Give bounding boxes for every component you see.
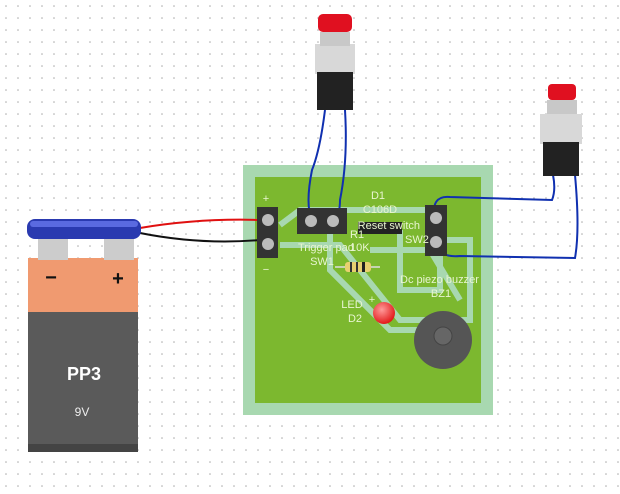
piezo-buzzer-bz1[interactable] — [414, 311, 472, 369]
power-terminal-block[interactable] — [257, 207, 278, 258]
red-wire[interactable] — [139, 218, 261, 229]
power-minus-label: − — [263, 264, 269, 276]
trigger-push-button[interactable] — [315, 14, 355, 110]
d1-ref-label: D1 — [371, 190, 385, 202]
sw2-ref-label: SW2 — [405, 234, 429, 246]
battery-name-label: PP3 — [67, 364, 101, 384]
thyristor-d1[interactable] — [358, 222, 402, 234]
pcb-board[interactable] — [243, 165, 493, 415]
sw1-terminal-block[interactable] — [297, 208, 347, 234]
buzzer-label: Dc piezo buzzer — [400, 274, 479, 286]
led-ref-label: D2 — [348, 313, 362, 325]
sw2-label: Reset switch — [358, 220, 420, 232]
battery-plus-label: + — [112, 268, 124, 290]
pp3-battery[interactable] — [27, 219, 141, 452]
led-d2[interactable] — [373, 302, 395, 324]
r1-value-label: 10K — [350, 242, 370, 254]
sw1-ref-label: SW1 — [310, 256, 334, 268]
sw1-label: Trigger pad — [298, 242, 354, 254]
buzzer-ref-label: BZ1 — [431, 288, 451, 300]
led-label: LED — [341, 299, 362, 311]
battery-voltage-label: 9V — [75, 405, 90, 419]
battery-minus-label: − — [45, 267, 57, 289]
reset-push-button[interactable] — [540, 84, 582, 176]
resistor-r1[interactable] — [335, 262, 380, 272]
led-plus-label: + — [369, 294, 375, 306]
black-wire[interactable] — [139, 232, 261, 243]
power-plus-label: + — [263, 193, 269, 205]
sw2-terminal-block[interactable] — [425, 205, 447, 256]
r1-ref-label: R1 — [350, 229, 364, 241]
d1-part-label: C106D — [363, 204, 397, 216]
